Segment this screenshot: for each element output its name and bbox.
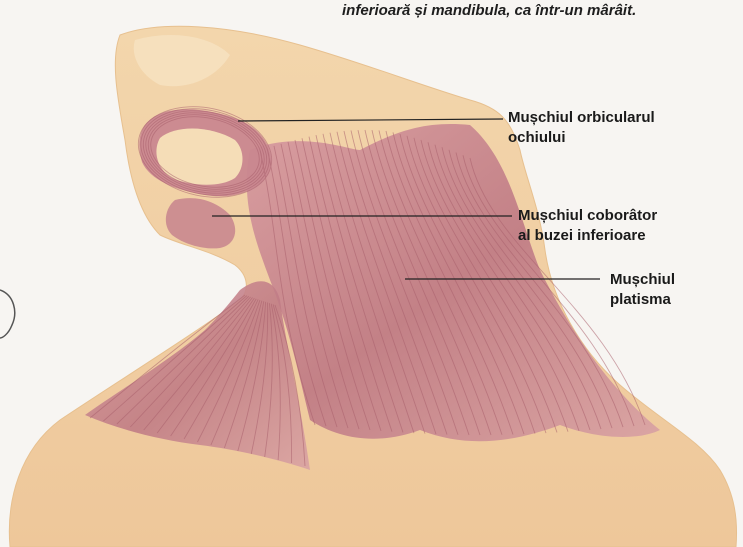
label-depressor-labii: Mușchiul coborâtor al buzei inferioare (518, 206, 657, 246)
label-line: ochiului (508, 128, 655, 148)
label-line: Mușchiul (610, 270, 675, 290)
label-orbicularis: Mușchiul orbicularul ochiului (508, 108, 655, 148)
figure-caption: inferioară și mandibula, ca într-un mârâ… (342, 2, 742, 19)
label-line: platisma (610, 290, 675, 310)
label-line: Mușchiul coborâtor (518, 206, 657, 226)
muscle-layer (85, 95, 660, 470)
label-line: al buzei inferioare (518, 226, 657, 246)
label-line: Mușchiul orbicularul (508, 108, 655, 128)
page-ring (0, 290, 15, 338)
figure-caption-line: inferioară și mandibula, ca într-un mârâ… (342, 2, 636, 19)
label-platysma: Mușchiul platisma (610, 270, 675, 310)
